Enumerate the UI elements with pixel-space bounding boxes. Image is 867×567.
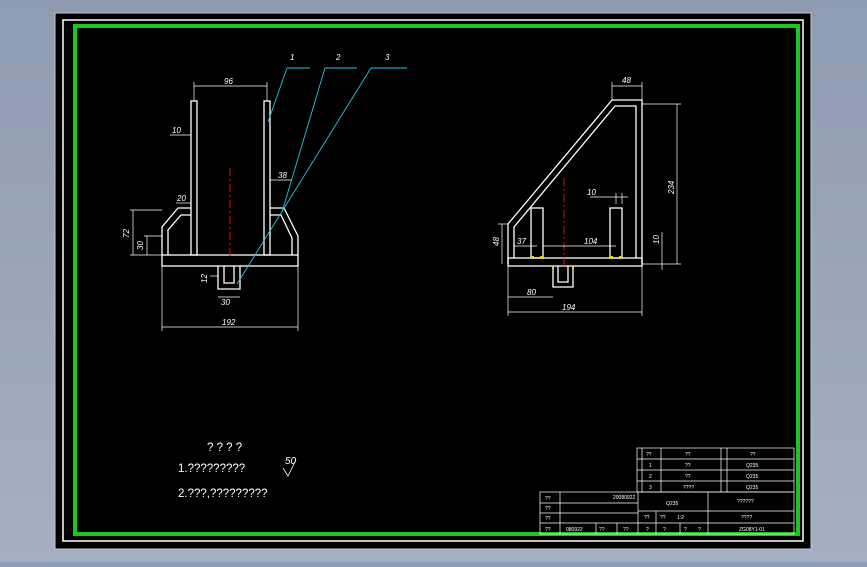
dim-thickness-10: 10 <box>172 126 181 135</box>
title-designer-date: 080922 <box>566 527 583 533</box>
dim-38: 38 <box>278 171 287 180</box>
dim-48-height: 48 <box>492 237 501 246</box>
title-col-c: ?? <box>623 527 629 533</box>
title-block <box>539 491 795 535</box>
dim-194: 194 <box>562 303 576 312</box>
title-label-c: ?? <box>545 516 551 522</box>
rib-left <box>530 207 544 259</box>
title-code: ZG08Y1-01 <box>739 527 765 533</box>
dim-234: 234 <box>667 180 676 195</box>
svg-text:Q235: Q235 <box>746 474 758 480</box>
title-col-b: ?? <box>599 527 605 533</box>
title-name: ?????? <box>737 499 754 505</box>
parts-row-3: 3 ???? Q235 <box>649 485 758 491</box>
left-gusset <box>161 207 191 255</box>
dim-30-height: 30 <box>136 241 145 250</box>
title-material: Q235 <box>666 501 678 507</box>
title-subname: ???? <box>741 515 752 521</box>
side-channel <box>552 266 574 288</box>
title-page-d: ? <box>698 527 701 533</box>
title-mid-a: ?? <box>644 515 650 521</box>
right-gusset <box>270 207 299 255</box>
notes-line-2: 2.???,????????? <box>178 488 268 500</box>
dim-20: 20 <box>176 194 186 203</box>
leader-label-3: 3 <box>385 53 390 62</box>
notes-line-1: 1.????????? <box>178 463 245 475</box>
part-leaders <box>236 67 407 285</box>
drawing-sheet <box>54 12 812 550</box>
svg-text:Q235: Q235 <box>746 485 758 491</box>
bottom-channel <box>217 266 241 290</box>
weld-marks <box>531 256 622 269</box>
dim-12: 12 <box>200 274 209 283</box>
dim-192: 192 <box>222 318 236 327</box>
roughness-symbol: 50 <box>282 456 297 477</box>
drawing-border <box>73 24 800 536</box>
title-scale: 1:2 <box>677 515 684 521</box>
dim-104: 104 <box>584 237 598 246</box>
svg-text:Q235: Q235 <box>746 463 758 469</box>
title-col-a: ?? <box>545 527 551 533</box>
parts-header-material: ?? <box>750 452 756 458</box>
dim-48-top: 48 <box>622 76 631 85</box>
svg-text:1: 1 <box>649 463 652 469</box>
side-base-plate <box>507 257 643 267</box>
svg-text:2: 2 <box>649 474 652 480</box>
outer-frame <box>62 19 804 542</box>
gusset-inner <box>513 105 637 258</box>
notes-heading: ? ? ? ? <box>207 442 242 454</box>
front-view <box>130 82 299 331</box>
title-label-b: ?? <box>545 506 551 512</box>
rib-right <box>609 207 623 259</box>
parts-header-name: ?? <box>685 452 691 458</box>
roughness-value: 50 <box>285 456 297 467</box>
leader-label-2: 2 <box>335 53 341 62</box>
dim-10-base: 10 <box>652 235 661 244</box>
dim-96: 96 <box>224 77 233 86</box>
dim-80: 80 <box>527 288 536 297</box>
title-drawing-no: 20080922 <box>613 495 635 501</box>
dim-72: 72 <box>122 229 131 238</box>
dim-10-rib: 10 <box>587 188 596 197</box>
title-mid-b: ?? <box>660 515 666 521</box>
parts-header-no: ?? <box>646 452 652 458</box>
svg-text:????: ???? <box>683 485 694 491</box>
side-view <box>498 82 681 316</box>
svg-text:??: ?? <box>685 463 691 469</box>
svg-text:3: 3 <box>649 485 652 491</box>
title-page-a: ? <box>646 527 649 533</box>
svg-text:??: ?? <box>685 474 691 480</box>
title-label-a: ?? <box>545 496 551 502</box>
title-page-b: ? <box>663 527 666 533</box>
leader-label-1: 1 <box>290 53 294 62</box>
parts-row-2: 2 ?? Q235 <box>649 474 758 480</box>
title-page-c: ? <box>684 527 687 533</box>
dim-30-width: 30 <box>221 298 230 307</box>
parts-row-1: 1 ?? Q235 <box>649 463 758 469</box>
dim-37: 37 <box>517 237 526 246</box>
